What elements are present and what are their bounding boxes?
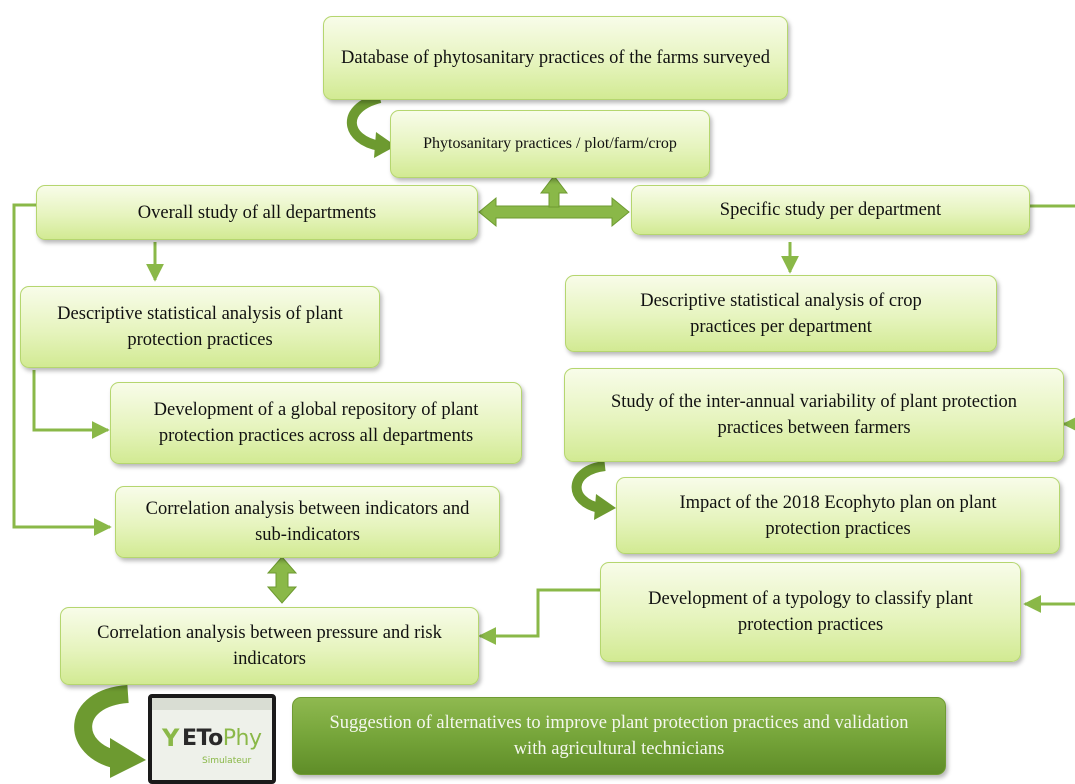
logo-subtitle: Simulateur <box>202 756 252 766</box>
logo-name-light: Phy <box>222 726 262 751</box>
overall-study-node: Overall study of all departments <box>36 185 478 240</box>
descriptive-plant-node: Descriptive statistical analysis of plan… <box>20 286 380 368</box>
curved-arrow-database <box>346 93 382 151</box>
interannual-variability-node: Study of the inter-annual variability of… <box>564 368 1064 462</box>
screen-top-bar <box>152 698 272 710</box>
ecophyto-impact-node: Impact of the 2018 Ecophyto plan on plan… <box>616 477 1060 554</box>
curved-arrow-interannual <box>571 461 606 513</box>
etophy-logo-icon: Y <box>162 724 180 752</box>
double-arrow-horizontal <box>478 196 630 228</box>
correlation-indicators-node: Correlation analysis between indicators … <box>115 486 500 558</box>
logo-name-bold: ETo <box>182 726 223 751</box>
up-arrow-practices <box>539 175 569 208</box>
curved-arrow-bottom <box>74 685 130 769</box>
desc-to-repo-connector <box>32 370 110 439</box>
etophy-logo-text: EToPhy <box>182 726 262 751</box>
suggestion-node: Suggestion of alternatives to improve pl… <box>292 697 946 775</box>
typology-node: Development of a typology to classify pl… <box>600 562 1021 662</box>
etophy-simulator-screen: Y EToPhy Simulateur <box>148 694 276 784</box>
practices-node: Phytosanitary practices / plot/farm/crop <box>390 110 710 178</box>
left-loop-connector <box>12 203 112 536</box>
typology-to-pressure-connector <box>478 588 600 645</box>
double-arrow-vertical <box>266 556 298 604</box>
specific-study-node: Specific study per department <box>631 185 1030 235</box>
global-repository-node: Development of a global repository of pl… <box>110 382 522 464</box>
descriptive-crop-node: Descriptive statistical analysis of crop… <box>565 275 997 352</box>
database-node: Database of phytosanitary practices of t… <box>323 16 788 100</box>
correlation-pressure-node: Correlation analysis between pressure an… <box>60 607 479 685</box>
